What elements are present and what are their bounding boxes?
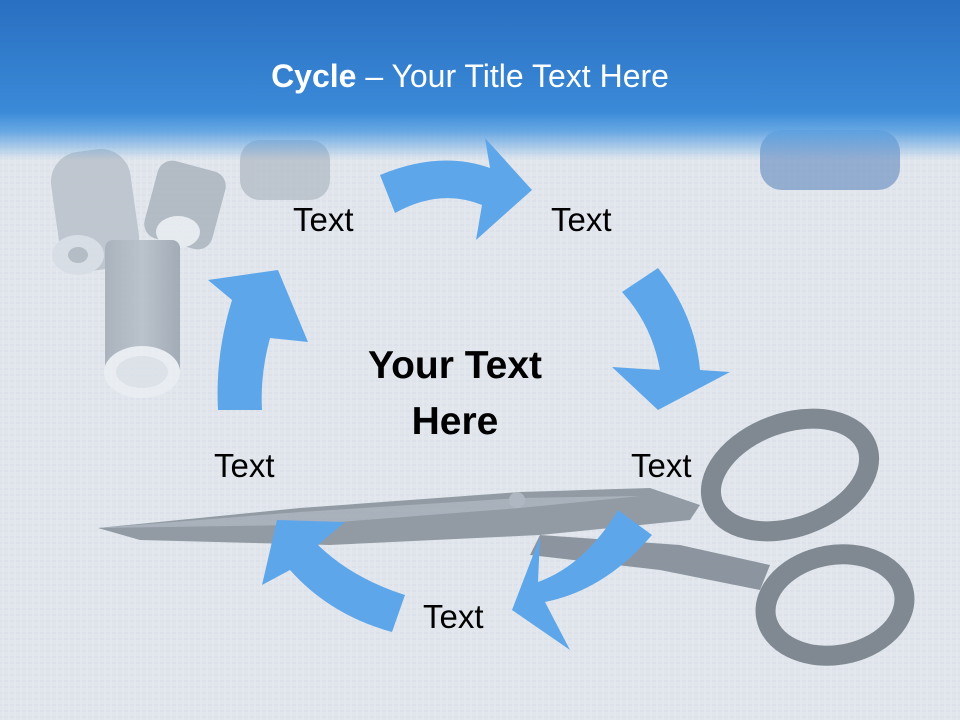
cycle-arrow-1 [380,138,532,240]
cycle-label-5: Text [214,447,275,484]
cycle-label-4: Text [423,598,484,635]
scissors [98,408,915,666]
cycle-label-2: Text [551,201,612,238]
cycle-label-3: Text [631,447,692,484]
slide-title: Cycle – Your Title Text Here [0,55,940,97]
title-bold: Cycle [271,58,357,94]
cycle-arrow-3 [512,510,652,650]
cycle-arrow-4 [262,520,405,632]
cycle-label-1: Text [293,201,354,238]
thread-spools [50,140,330,398]
title-rest: – Your Title Text Here [356,58,669,94]
title-bar: Cycle – Your Title Text Here [0,0,960,160]
center-text: Your Text Here [367,344,543,443]
cycle-arrow-2 [612,268,730,410]
cycle-arrow-5 [208,270,308,410]
